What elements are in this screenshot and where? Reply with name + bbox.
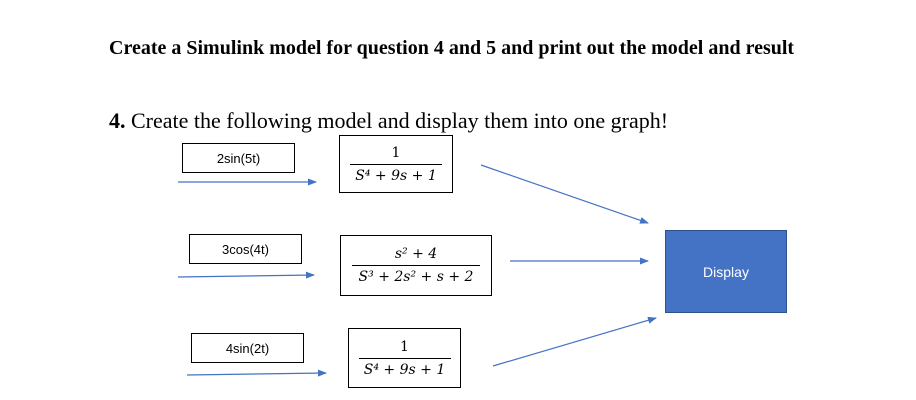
tf-denominator: S⁴ + 9s + 1 (355, 167, 437, 184)
transfer-function-block-2: s² + 4 S³ + 2s² + s + 2 (340, 235, 492, 296)
tf-numerator: s² + 4 (394, 246, 438, 262)
assignment-heading: Create a Simulink model for question 4 a… (109, 37, 795, 59)
transfer-function-block-3: 1 S⁴ + 9s + 1 (348, 328, 461, 388)
question-text: Create the following model and display t… (125, 108, 669, 133)
display-label: Display (703, 263, 749, 280)
arrow-source2-to-tf2 (177, 271, 315, 279)
source-label: 2sin(5t) (216, 150, 261, 166)
fraction-bar (358, 357, 451, 359)
transfer-function-block-1: 1 S⁴ + 9s + 1 (339, 135, 453, 193)
fraction-bar (350, 163, 442, 165)
source-label: 3cos(4t) (222, 241, 269, 257)
display-block: Display (665, 230, 787, 313)
tf-denominator: S⁴ + 9s + 1 (363, 361, 446, 378)
question-4: 4. Create the following model and displa… (109, 108, 668, 134)
source-block-3cos4t: 3cos(4t) (189, 234, 302, 264)
tf-denominator: S³ + 2s² + s + 2 (358, 269, 474, 285)
source-block-4sin2t: 4sin(2t) (191, 333, 304, 363)
arrow-source3-to-tf3 (186, 369, 327, 377)
arrow-tf1-to-display (480, 164, 649, 224)
question-number: 4. (109, 108, 126, 133)
arrow-tf3-to-display (492, 316, 657, 367)
fraction-bar (352, 265, 480, 266)
tf-numerator: 1 (391, 144, 401, 161)
tf-numerator: 1 (400, 338, 409, 355)
source-label: 4sin(2t) (225, 340, 270, 356)
source-block-2sin5t: 2sin(5t) (182, 143, 295, 173)
